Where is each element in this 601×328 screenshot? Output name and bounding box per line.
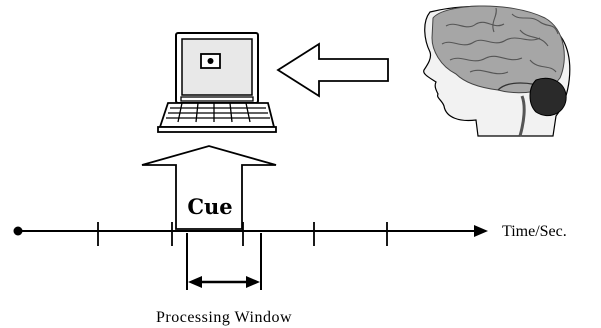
cue-label: Cue xyxy=(187,194,232,219)
axis-origin-dot xyxy=(13,226,23,236)
axis-label: Time/Sec. xyxy=(502,223,567,240)
human-head-brain-icon xyxy=(423,5,571,137)
double-headed-arrow-icon xyxy=(188,276,260,288)
axis-ticks xyxy=(97,222,388,246)
time-axis xyxy=(18,225,488,237)
processing-window xyxy=(186,233,262,290)
up-arrow-icon xyxy=(141,145,277,230)
processing-window-label: Processing Window xyxy=(156,309,292,326)
laptop-icon xyxy=(157,32,277,133)
left-arrow-icon xyxy=(276,42,389,98)
